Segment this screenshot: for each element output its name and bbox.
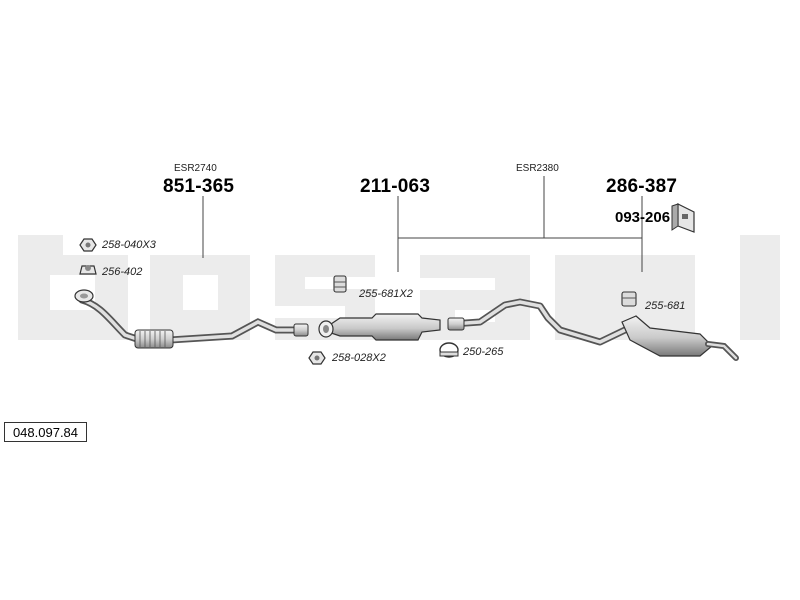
middle-silencer-part	[318, 313, 441, 341]
esr-front-label: ESR2740	[174, 163, 217, 174]
rubber-mount-mid-icon	[333, 275, 347, 293]
clamp-mid-icon	[439, 342, 459, 358]
front-pipe-part-number[interactable]: 851-365	[163, 176, 235, 197]
middle-silencer-part-number[interactable]: 211-063	[360, 176, 431, 197]
rear-bracket-part	[671, 203, 695, 233]
nut-front-ref[interactable]: 258-040X3	[102, 239, 156, 251]
diagram-code-box: 048.097.84	[4, 422, 87, 442]
front-pipe-part	[74, 289, 309, 349]
rubber-mount-rear-icon	[621, 291, 637, 307]
esr-rear-label: ESR2380	[516, 163, 559, 174]
rubber-mount-mid-ref[interactable]: 255-681X2	[359, 288, 413, 300]
rear-bracket-part-number[interactable]: 093-206	[615, 209, 671, 226]
rear-silencer-part	[621, 315, 739, 361]
leader-lines	[202, 176, 643, 272]
nut-mid-icon	[308, 351, 326, 365]
nut-front-icon	[79, 238, 97, 252]
rubber-mount-rear-ref[interactable]: 255-681	[645, 300, 686, 312]
intermediate-pipe-part	[447, 298, 629, 346]
nut-mid-ref[interactable]: 258-028X2	[332, 352, 386, 364]
rear-silencer-part-number[interactable]: 286-387	[606, 176, 678, 197]
clamp-mid-ref[interactable]: 250-265	[463, 346, 504, 358]
gasket-front-ref[interactable]: 256-402	[102, 266, 143, 278]
gasket-front-icon	[79, 265, 97, 275]
